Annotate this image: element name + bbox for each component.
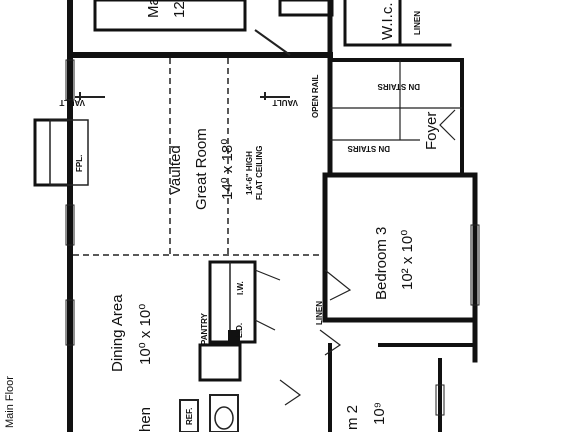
linen-mid-label: LINEN xyxy=(315,301,324,325)
iw-label: I.W. xyxy=(236,281,245,295)
vault-right-label: VAULT xyxy=(272,98,298,107)
master-label: Mas xyxy=(145,0,162,18)
bedroom3-dim: 10² x 10⁰ xyxy=(399,230,416,290)
wic-label: W.I.c. xyxy=(379,3,396,41)
ceiling-height-note: 14'-6" HIGH xyxy=(245,151,254,195)
fireplace xyxy=(33,118,89,187)
windows xyxy=(65,59,480,416)
linen-top-label: LINEN xyxy=(413,11,422,35)
great-room-label: Great Room xyxy=(193,128,210,210)
doors xyxy=(254,109,456,406)
flat-ceiling-note: FLAT CEILING xyxy=(255,145,264,200)
bedroom2-label: m 2 xyxy=(344,405,361,430)
bedroom2-dim: 10⁹ xyxy=(371,402,388,425)
great-room-dim: 14⁰ x 18⁰ xyxy=(219,139,236,200)
ld-label: L.D. xyxy=(235,323,244,338)
ref-label: REF. xyxy=(185,408,194,425)
open-rail-label: OPEN RAIL xyxy=(311,74,320,118)
top-rooms xyxy=(93,0,452,56)
sheet-label: Main Floor xyxy=(4,376,16,428)
kitchen-partial-label: hen xyxy=(137,407,154,432)
stairs-label-top: DN STAIRS xyxy=(377,82,420,91)
exterior-walls xyxy=(67,0,478,432)
vault-left-label: VAULT xyxy=(59,98,85,107)
foyer-label: Foyer xyxy=(423,112,440,150)
great-room-title: Vaulted xyxy=(167,145,184,195)
vault-arrows xyxy=(75,92,290,100)
dining-label: Dining Area xyxy=(109,294,126,372)
pantry-label: PANTRY xyxy=(200,312,209,345)
fpl-label: FPL. xyxy=(75,155,84,172)
dining-dim: 10⁰ x 10⁰ xyxy=(137,304,154,365)
kitchen-cabinets xyxy=(179,260,257,432)
stairs-label-mid: DN STAIRS xyxy=(347,144,390,153)
master-dim: 12 xyxy=(171,1,188,18)
text-labels: Mas 12 W.I.c. LINEN VAULT VAULT OPEN RAI… xyxy=(59,0,440,432)
stairs xyxy=(330,60,462,141)
bedroom3-label: Bedroom 3 xyxy=(373,227,390,300)
room-dividers xyxy=(73,58,322,256)
